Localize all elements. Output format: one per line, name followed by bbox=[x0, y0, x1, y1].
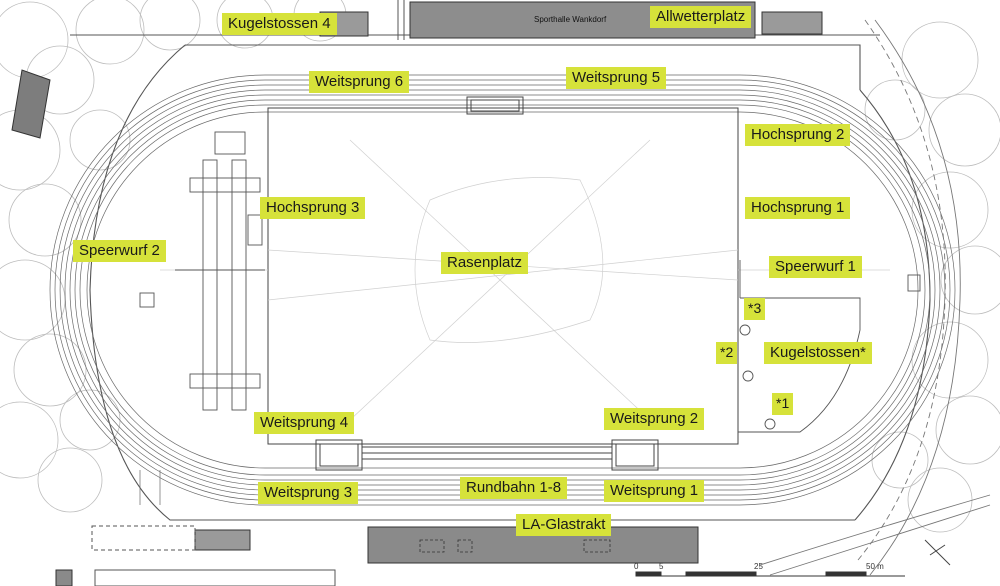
bottom-runway bbox=[315, 439, 659, 471]
label-star-1: *1 bbox=[772, 393, 794, 415]
top-building-edges bbox=[397, 0, 405, 40]
north-arrow-icon bbox=[924, 539, 951, 566]
scale-tick-5: 5 bbox=[659, 562, 664, 571]
top-pit bbox=[466, 96, 524, 115]
label-star-2: *2 bbox=[716, 342, 738, 364]
running-track bbox=[49, 74, 956, 506]
right-curved-path bbox=[759, 19, 991, 576]
left-structures bbox=[139, 131, 265, 411]
label-speerwurf-2: Speerwurf 2 bbox=[73, 240, 166, 262]
buildings bbox=[11, 1, 823, 586]
label-rundbahn: Rundbahn 1-8 bbox=[460, 477, 568, 499]
scale-tick-25: 25 bbox=[754, 562, 763, 571]
right-shotput-area bbox=[738, 260, 921, 433]
label-weitsprung-3: Weitsprung 3 bbox=[258, 482, 359, 504]
sporthalle-label: Sporthalle Wankdorf bbox=[534, 15, 607, 24]
label-weitsprung-2: Weitsprung 2 bbox=[604, 408, 705, 430]
grass-field bbox=[267, 107, 739, 445]
label-hochsprung-3: Hochsprung 3 bbox=[260, 197, 366, 219]
scale-tick-50m: 50 m bbox=[866, 562, 884, 571]
label-hochsprung-1: Hochsprung 1 bbox=[745, 197, 851, 219]
glastrakt-details bbox=[419, 539, 611, 553]
scale-tick-0: 0 bbox=[634, 562, 639, 571]
label-weitsprung-1: Weitsprung 1 bbox=[604, 480, 705, 502]
label-hochsprung-2: Hochsprung 2 bbox=[745, 124, 851, 146]
label-kugelstossen-star: Kugelstossen* bbox=[764, 342, 872, 364]
label-kugelstossen-4: Kugelstossen 4 bbox=[222, 13, 337, 35]
label-la-glastrakt: LA-Glastrakt bbox=[516, 514, 612, 536]
label-allwetterplatz: Allwetterplatz bbox=[650, 6, 752, 28]
label-star-3: *3 bbox=[744, 298, 766, 320]
scale-bar bbox=[635, 571, 905, 577]
label-weitsprung-6: Weitsprung 6 bbox=[309, 71, 410, 93]
label-rasenplatz: Rasenplatz bbox=[441, 252, 529, 274]
field-faint-lines bbox=[160, 139, 890, 421]
label-weitsprung-4: Weitsprung 4 bbox=[254, 412, 355, 434]
label-speerwurf-1: Speerwurf 1 bbox=[769, 256, 862, 278]
label-weitsprung-5: Weitsprung 5 bbox=[566, 67, 667, 89]
